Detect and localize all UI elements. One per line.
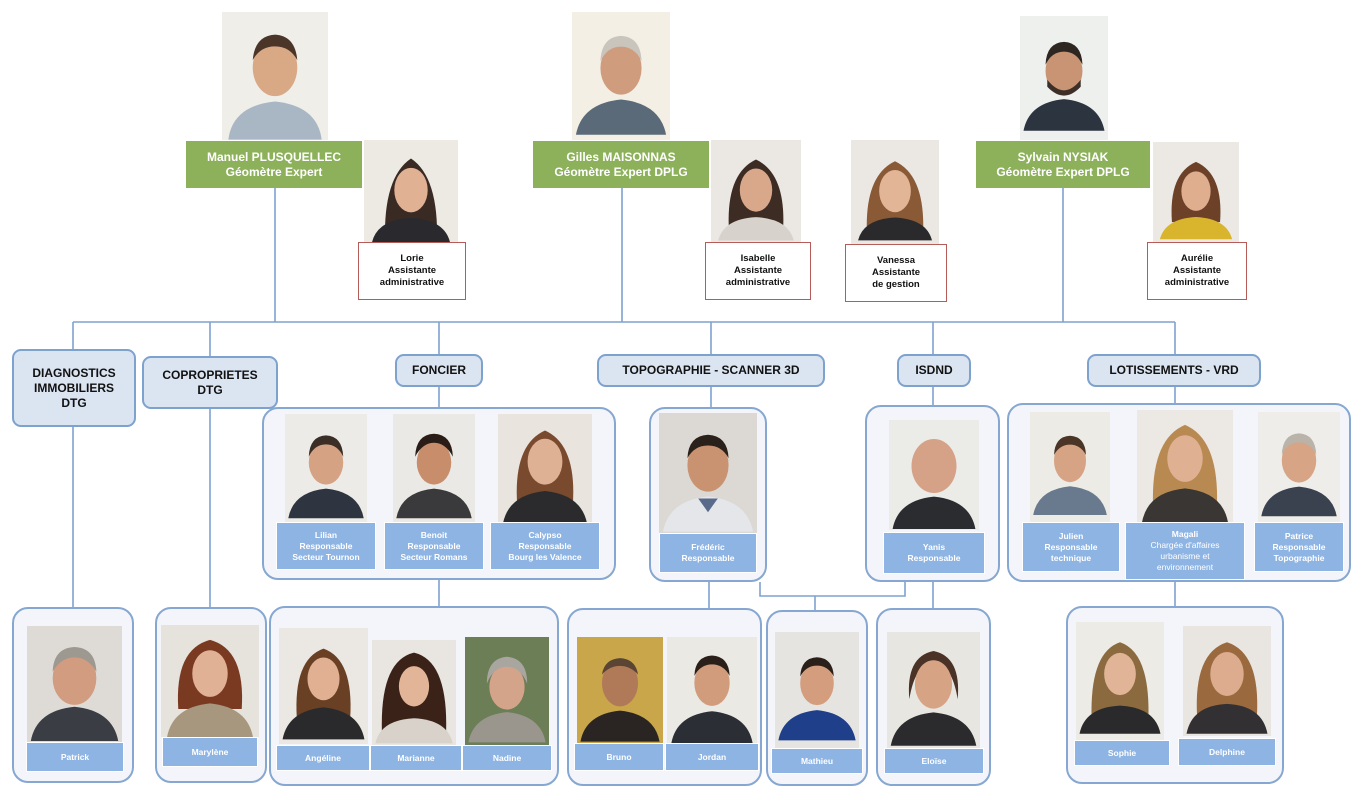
staff-photo-jordan xyxy=(667,637,757,743)
staff-photo-mathieu xyxy=(775,632,859,748)
staff-label-angeline: Angéline xyxy=(276,745,370,771)
staff-label-mathieu: Mathieu xyxy=(771,748,863,774)
staff-label-marianne: Marianne xyxy=(370,745,462,771)
partner-photo-manuel xyxy=(222,12,328,140)
assistant-photo-aurelie xyxy=(1153,142,1239,242)
staff-photo-patrick xyxy=(27,626,122,742)
manager-photo-magali xyxy=(1137,410,1233,522)
staff-photo-marylene xyxy=(161,625,259,737)
staff-photo-sophie xyxy=(1076,622,1164,740)
manager-photo-benoit xyxy=(393,414,475,524)
department-topographie: TOPOGRAPHIE - SCANNER 3D xyxy=(597,354,825,387)
staff-photo-marianne xyxy=(372,640,456,746)
assistant-photo-isabelle xyxy=(711,140,801,242)
staff-photo-nadine xyxy=(465,637,549,747)
manager-photo-frederic xyxy=(659,413,757,533)
manager-photo-yanis xyxy=(889,420,979,530)
staff-label-sophie: Sophie xyxy=(1074,740,1170,766)
staff-label-patrick: Patrick xyxy=(26,742,124,772)
department-lotissements: LOTISSEMENTS - VRD xyxy=(1087,354,1261,387)
manager-photo-calypso xyxy=(498,414,592,524)
department-isdnd: ISDND xyxy=(897,354,971,387)
staff-photo-delphine xyxy=(1183,626,1271,736)
staff-label-nadine: Nadine xyxy=(462,745,552,771)
assistant-photo-vanessa xyxy=(851,140,939,244)
staff-label-jordan: Jordan xyxy=(665,743,759,771)
staff-label-delphine: Delphine xyxy=(1178,738,1276,766)
partner-photo-sylvain xyxy=(1020,16,1108,140)
manager-photo-patrice xyxy=(1258,412,1340,522)
staff-label-eloise: Eloïse xyxy=(884,748,984,774)
staff-photo-angeline xyxy=(279,628,368,744)
staff-photo-eloise xyxy=(887,632,980,748)
assistant-photo-lorie xyxy=(364,140,458,242)
staff-label-marylene: Marylène xyxy=(162,737,258,767)
department-foncier: FONCIER xyxy=(395,354,483,387)
staff-label-bruno: Bruno xyxy=(574,743,664,771)
manager-photo-lilian xyxy=(285,414,367,524)
staff-photo-bruno xyxy=(577,637,663,743)
partner-photo-gilles xyxy=(572,12,670,140)
manager-photo-julien xyxy=(1030,412,1110,522)
